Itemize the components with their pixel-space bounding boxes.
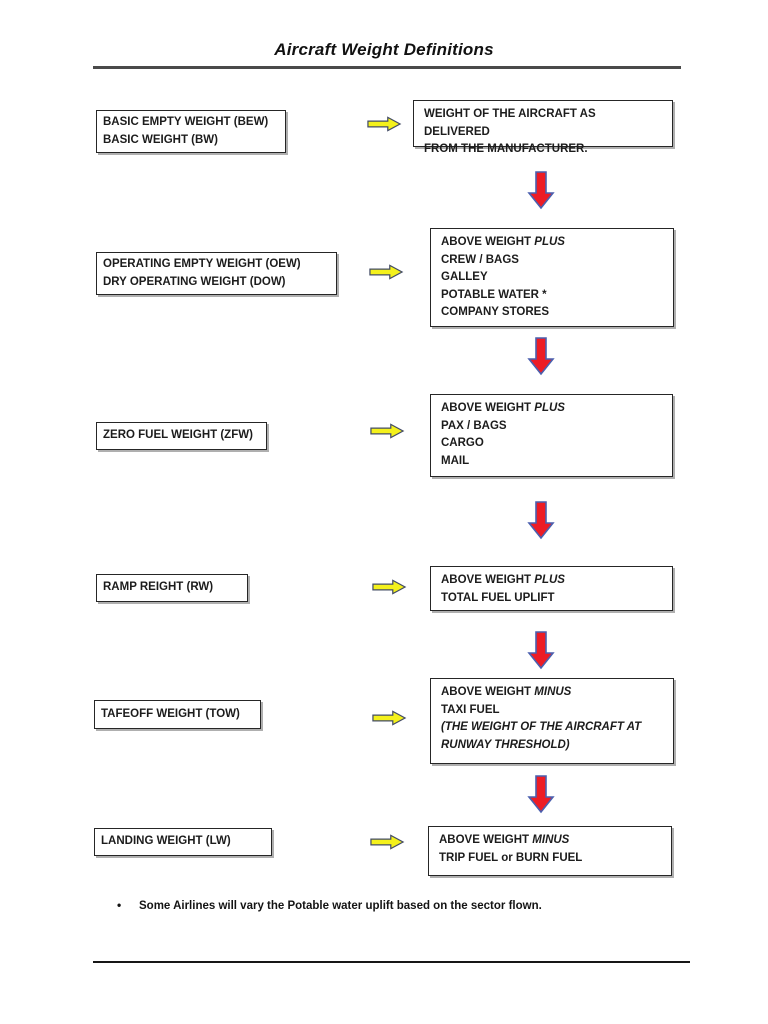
weight-definition-box-rw: ABOVE WEIGHT PLUS TOTAL FUEL UPLIFT xyxy=(430,566,673,611)
weight-definition-box-zfw: ABOVE WEIGHT PLUS PAX / BAGS CARGO MAIL xyxy=(430,394,673,477)
bullet-icon: • xyxy=(117,898,122,912)
definition-line: TAXI FUEL xyxy=(441,703,500,716)
definition-line: PAX / BAGS xyxy=(441,419,507,432)
down-arrow-icon xyxy=(527,775,555,814)
definition-line: ABOVE WEIGHT MINUS xyxy=(439,834,570,846)
weight-name-line: OPERATING EMPTY WEIGHT (OEW) xyxy=(103,258,301,270)
definition-line: ABOVE WEIGHT PLUS xyxy=(441,574,565,586)
right-arrow-icon xyxy=(370,834,405,850)
weight-name-box-tow: TAFEOFF WEIGHT (TOW) xyxy=(94,700,261,729)
definition-line: RUNWAY THRESHOLD) xyxy=(441,738,570,751)
weight-name-box-rw: RAMP REIGHT (RW) xyxy=(96,574,248,602)
weight-definition-box-tow: ABOVE WEIGHT MINUS TAXI FUEL (THE WEIGHT… xyxy=(430,678,674,764)
definition-line: CARGO xyxy=(441,437,484,449)
weight-name-box-lw: LANDING WEIGHT (LW) xyxy=(94,828,272,856)
definition-line: POTABLE WATER * xyxy=(441,288,547,301)
right-arrow-icon xyxy=(370,423,405,439)
weight-name-line: ZERO FUEL WEIGHT (ZFW) xyxy=(103,429,253,442)
definition-line: WEIGHT OF THE AIRCRAFT AS DELIVERED xyxy=(424,108,596,138)
weight-name-line: BASIC WEIGHT (BW) xyxy=(103,133,218,146)
title-rule xyxy=(93,66,681,69)
down-arrow-icon xyxy=(527,337,555,376)
right-arrow-icon xyxy=(372,579,407,595)
down-arrow-icon xyxy=(527,501,555,540)
footer-rule xyxy=(93,961,690,963)
definition-line: CREW / BAGS xyxy=(441,253,519,266)
page-title: Aircraft Weight Definitions xyxy=(274,40,494,59)
weight-name-line: DRY OPERATING WEIGHT (DOW) xyxy=(103,275,286,288)
footnote: • Some Airlines will vary the Potable wat… xyxy=(117,898,677,912)
right-arrow-icon xyxy=(367,116,402,132)
definition-line: ABOVE WEIGHT PLUS xyxy=(441,402,565,414)
weight-name-box-zfw: ZERO FUEL WEIGHT (ZFW) xyxy=(96,422,267,450)
definition-line: COMPANY STORES xyxy=(441,306,549,318)
down-arrow-icon xyxy=(527,631,555,670)
definition-line: TOTAL FUEL UPLIFT xyxy=(441,591,555,604)
definition-line: ABOVE WEIGHT PLUS xyxy=(441,236,565,248)
right-arrow-icon xyxy=(369,264,404,280)
definition-line: TRIP FUEL or BURN FUEL xyxy=(439,851,583,864)
weight-definition-box-lw: ABOVE WEIGHT MINUS TRIP FUEL or BURN FUE… xyxy=(428,826,672,876)
down-arrow-icon xyxy=(527,171,555,210)
weight-name-line: BASIC EMPTY WEIGHT (BEW) xyxy=(103,116,269,128)
right-arrow-icon xyxy=(372,710,407,726)
weight-name-line: LANDING WEIGHT (LW) xyxy=(101,835,231,848)
definition-line: FROM THE MANUFACTURER. xyxy=(424,143,588,155)
definition-line: GALLEY xyxy=(441,271,488,283)
definition-line: MAIL xyxy=(441,454,470,467)
weight-definition-box-bew: WEIGHT OF THE AIRCRAFT AS DELIVERED FROM… xyxy=(413,100,673,155)
weight-name-box-bew: BASIC EMPTY WEIGHT (BEW) BASIC WEIGHT (B… xyxy=(96,110,286,153)
weight-name-line: RAMP REIGHT (RW) xyxy=(103,581,214,594)
weight-name-line: TAFEOFF WEIGHT (TOW) xyxy=(101,707,240,720)
footnote-text: Some Airlines will vary the Potable wate… xyxy=(139,900,542,912)
definition-line: ABOVE WEIGHT MINUS xyxy=(441,686,572,698)
weight-definition-box-oew: ABOVE WEIGHT PLUS CREW / BAGS GALLEY POT… xyxy=(430,228,674,327)
weight-name-box-oew: OPERATING EMPTY WEIGHT (OEW) DRY OPERATI… xyxy=(96,252,337,295)
definition-line: (THE WEIGHT OF THE AIRCRAFT AT xyxy=(441,721,642,733)
